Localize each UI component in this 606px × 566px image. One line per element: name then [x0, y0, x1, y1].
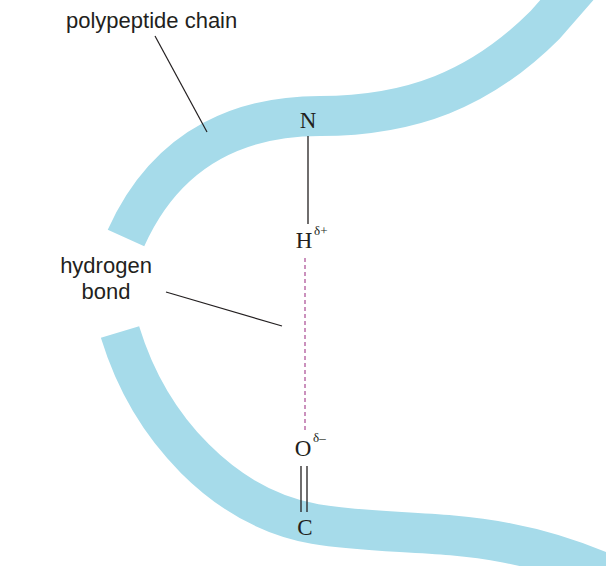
- covalent-bond: [307, 136, 308, 224]
- atom-symbol: H: [296, 228, 313, 254]
- atom-symbol: C: [297, 515, 312, 541]
- atom-symbol: N: [300, 108, 317, 134]
- double-bond: [300, 466, 301, 512]
- part-label: polypeptide chain: [66, 8, 237, 34]
- part-label: hydrogen bond: [46, 253, 166, 305]
- polypeptide-chain-lower: [120, 332, 606, 566]
- leader-line: [166, 292, 282, 326]
- polypeptide-chain-upper: [126, 0, 580, 238]
- partial-charge: δ+: [314, 224, 327, 238]
- hydrogen-bond-line: [304, 258, 305, 432]
- double-bond: [306, 466, 307, 512]
- atom-symbol: O: [295, 436, 312, 462]
- partial-charge: δ–: [313, 431, 326, 445]
- leader-line: [155, 36, 207, 132]
